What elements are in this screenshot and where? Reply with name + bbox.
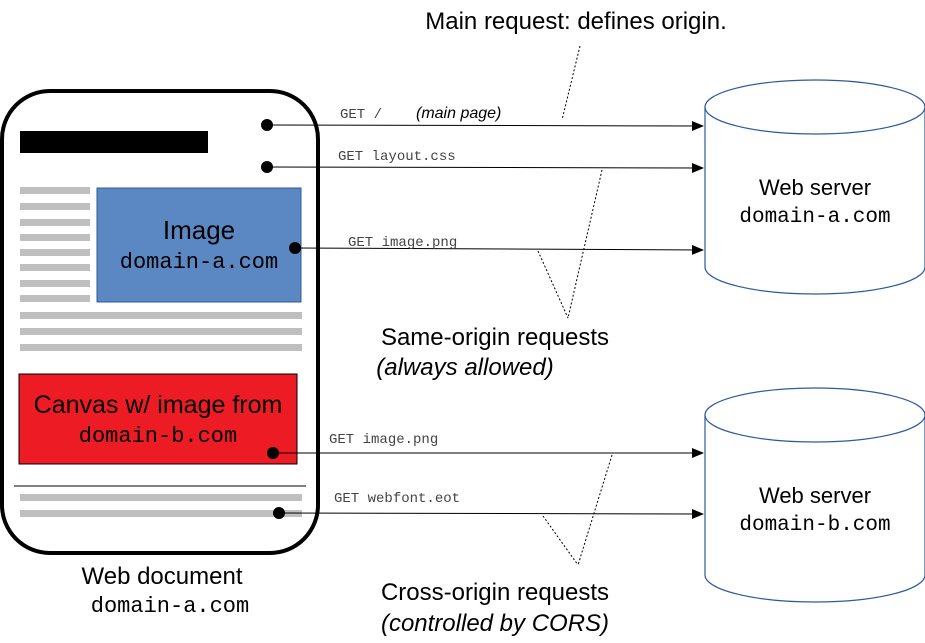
request-arrow <box>266 162 704 173</box>
server-b-domain: domain-b.com <box>739 514 890 537</box>
image-box-bg <box>96 187 302 303</box>
text-line <box>20 328 302 335</box>
text-line <box>20 295 90 302</box>
main-request-note: Main request: defines origin. <box>425 8 727 35</box>
canvas-box-title: Canvas w/ image from <box>34 391 283 419</box>
image-box-domain: domain-a.com <box>120 250 278 275</box>
server-a-domain: domain-a.com <box>739 206 890 229</box>
web-document: Image domain-a.com Canvas w/ image from … <box>0 89 320 555</box>
page-title-bar <box>20 131 208 153</box>
server-b-body <box>704 415 925 603</box>
cross-origin-subtitle: (controlled by CORS) <box>381 610 609 637</box>
canvas-box-bg <box>18 373 298 465</box>
request-webfont: GET webfont.eot <box>273 491 704 519</box>
request-label: GET image.png <box>329 432 438 448</box>
request-arrow <box>294 244 704 255</box>
server-b-top <box>704 387 925 443</box>
text-line <box>20 203 90 210</box>
request-label: GET webfont.eot <box>334 491 460 507</box>
request-layout-css: GET layout.css <box>261 149 704 173</box>
server-b-title: Web server <box>759 483 871 508</box>
text-lines-full <box>20 312 302 351</box>
request-label: GET / <box>340 107 382 123</box>
text-line <box>20 510 302 517</box>
text-lines-bottom <box>20 494 302 517</box>
server-a-title: Web server <box>759 175 871 200</box>
text-line <box>20 249 90 256</box>
text-line <box>20 344 302 351</box>
same-origin-title: Same-origin requests <box>381 324 609 351</box>
text-line <box>20 234 90 241</box>
cross-origin-pointer <box>542 454 613 566</box>
text-line <box>20 219 90 226</box>
same-origin-pointer <box>537 169 603 319</box>
canvas-box-domain: domain-b.com <box>79 424 237 449</box>
image-box: Image domain-a.com <box>96 187 302 303</box>
document-caption-domain: domain-a.com <box>91 594 249 619</box>
text-line <box>20 264 90 271</box>
pointer-line <box>542 515 579 566</box>
request-label: GET image.png <box>348 235 457 251</box>
cross-origin-title: Cross-origin requests <box>381 579 609 606</box>
request-arrow <box>266 120 704 131</box>
request-main-page: GET / (main page) <box>261 105 704 131</box>
server-a: Web server domain-a.com <box>704 79 925 295</box>
pointer-line <box>537 250 569 319</box>
main-request-pointer <box>561 45 581 121</box>
text-line <box>20 312 302 319</box>
request-label: GET layout.css <box>338 149 456 165</box>
text-lines-left <box>20 187 90 302</box>
server-a-top <box>704 79 925 135</box>
document-frame <box>0 89 320 555</box>
request-image-a: GET image.png <box>289 235 704 255</box>
request-arrow <box>278 508 704 519</box>
image-box-title: Image <box>163 215 235 245</box>
document-caption-title: Web document <box>82 563 243 590</box>
pointer-line <box>567 169 603 319</box>
text-line <box>20 494 302 501</box>
text-line <box>20 187 90 194</box>
canvas-box: Canvas w/ image from domain-b.com <box>18 373 298 465</box>
pointer-line <box>577 454 613 566</box>
request-note: (main page) <box>416 105 501 122</box>
server-a-body <box>704 107 925 295</box>
request-image-b: GET image.png <box>267 432 704 459</box>
server-b: Web server domain-b.com <box>704 387 925 603</box>
text-line <box>20 280 90 287</box>
same-origin-subtitle: (always allowed) <box>376 354 553 381</box>
